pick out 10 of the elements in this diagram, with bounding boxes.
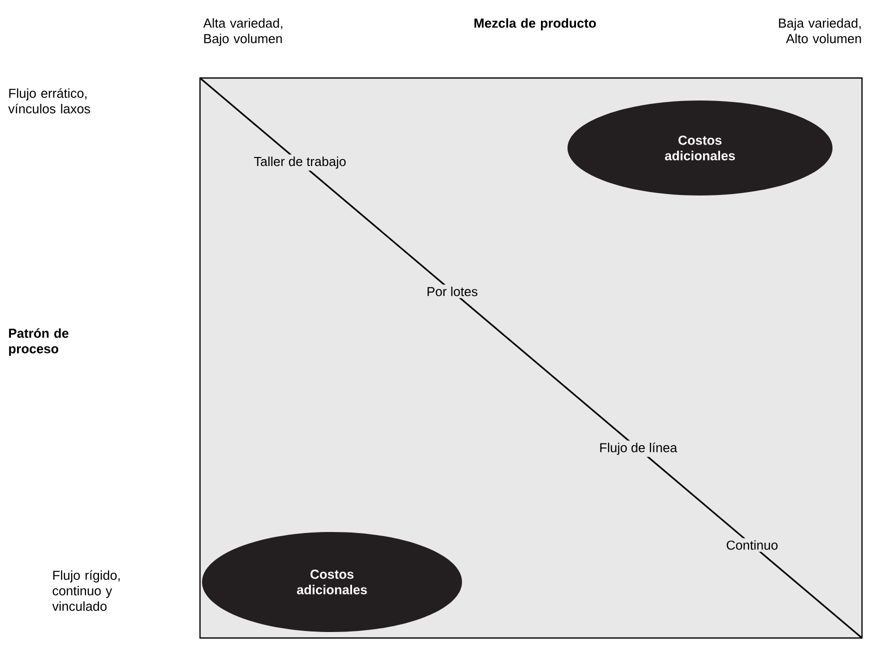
axis-label: Alta variedad, Bajo volumen — [203, 18, 282, 46]
axis-label: Flujo errático, vínculos laxos — [8, 88, 90, 114]
stage-label: Flujo de línea — [597, 440, 680, 457]
axis-label: Flujo rígido, continuo y vinculado — [52, 570, 120, 611]
axis-label: Mezcla de producto — [474, 18, 596, 30]
axis-label: Patrón de proceso — [9, 328, 68, 356]
stage-label: Por lotes — [424, 284, 480, 298]
stage-label: Continuo — [724, 538, 780, 552]
stage-label: Taller de trabajo — [252, 154, 348, 171]
axis-label: Baja variedad, Alto volumen — [779, 18, 861, 44]
